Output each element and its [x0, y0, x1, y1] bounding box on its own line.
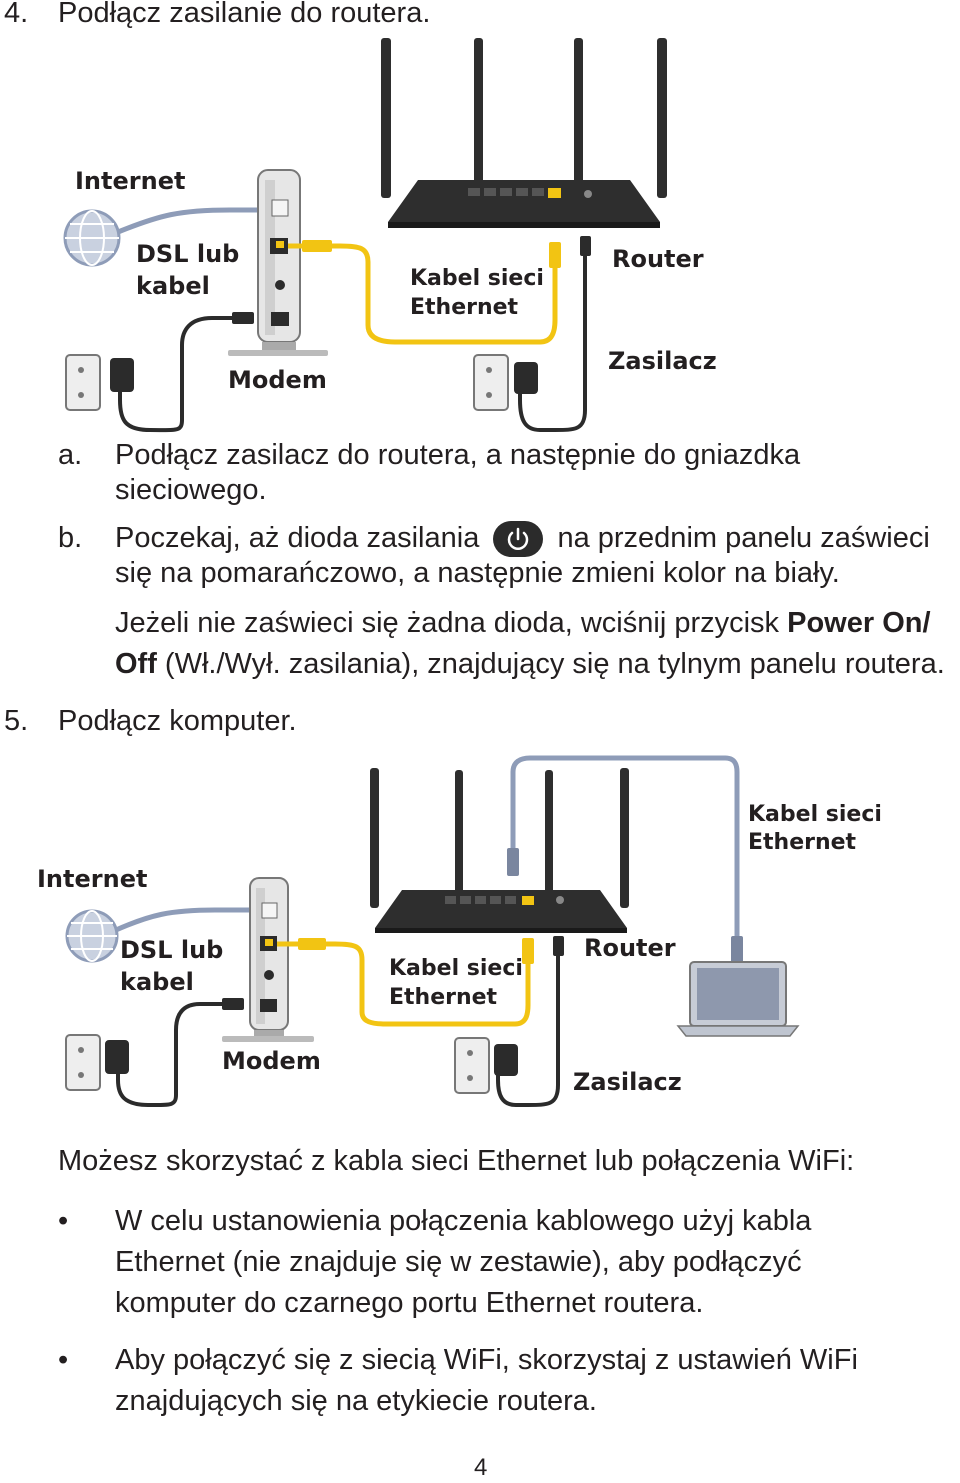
label-ethernet2-line2: Ethernet [748, 830, 857, 855]
step5-title: Podłącz komputer. [58, 705, 297, 737]
wall-outlet-icon [65, 1034, 129, 1091]
label-router: Router [584, 934, 676, 962]
router-antennas [370, 768, 629, 908]
step4b-line2: się na pomarańczowo, a następnie zmieni … [115, 557, 840, 589]
step4a-line2: sieciowego. [115, 474, 267, 506]
laptop-icon [676, 961, 800, 1037]
label-power-adapter: Zasilacz [608, 347, 717, 375]
modem-icon [228, 169, 328, 356]
internet-globe-icon [65, 909, 119, 963]
step4b-marker: b. [58, 522, 83, 554]
step4b-line1: Poczekaj, aż dioda zasilania na przednim… [115, 520, 930, 558]
power-led-icon [493, 521, 544, 558]
step5-number: 5. [4, 705, 29, 737]
label-dsl-line2: kabel [136, 272, 210, 300]
step4a-line1: Podłącz zasilacz do routera, a następnie… [115, 439, 801, 471]
label-modem: Modem [228, 366, 327, 394]
modem-icon [222, 877, 314, 1042]
bullet2-line2: znajdujących się na etykiecie routera. [115, 1385, 597, 1417]
step4a-marker: a. [58, 439, 83, 471]
router-antennas [381, 38, 667, 198]
label-internet: Internet [37, 865, 148, 893]
label-power-adapter: Zasilacz [573, 1068, 682, 1096]
label-internet: Internet [75, 167, 186, 195]
bullet1-line1: W celu ustanowienia połączenia kablowego… [115, 1205, 812, 1237]
label-dsl-line1: DSL lub [136, 240, 240, 268]
wall-outlet-icon [454, 1037, 518, 1094]
page-number: 4 [474, 1454, 488, 1481]
label-ethernet2-line1: Kabel sieci [748, 802, 882, 827]
step4-title: Podłącz zasilanie do routera. [58, 0, 431, 29]
label-modem: Modem [222, 1047, 321, 1075]
step4-diagram [63, 38, 667, 433]
label-router: Router [612, 245, 704, 273]
bullet2-line1: Aby połączyć się z siecią WiFi, skorzyst… [115, 1344, 858, 1376]
label-ethernet-line1: Kabel sieci [389, 956, 523, 981]
label-ethernet-line2: Ethernet [410, 295, 519, 320]
step4-note-line2: Off (Wł./Wył. zasilania), znajdujący się… [115, 648, 945, 680]
label-ethernet-line2: Ethernet [389, 985, 498, 1010]
bullet1-line3: komputer do czarnego portu Ethernet rout… [115, 1287, 704, 1319]
bullet-marker: • [58, 1344, 69, 1376]
step5-intro: Możesz skorzystać z kabla sieci Ethernet… [58, 1145, 855, 1177]
wall-outlet-icon [473, 354, 538, 411]
bullet1-line2: Ethernet (nie znajduje się w zestawie), … [115, 1246, 802, 1278]
internet-globe-icon [63, 209, 121, 267]
label-dsl-line1: DSL lub [120, 936, 224, 964]
router-icon [388, 180, 660, 228]
label-dsl-line2: kabel [120, 968, 194, 996]
router-icon [375, 890, 627, 933]
wall-outlet-icon [65, 354, 134, 411]
step4-note-line1: Jeżeli nie zaświeci się żadna dioda, wci… [115, 607, 931, 639]
step5-diagram [65, 755, 800, 1108]
bullet-marker: • [58, 1205, 69, 1237]
label-ethernet-line1: Kabel sieci [410, 266, 544, 291]
step4-number: 4. [4, 0, 29, 29]
